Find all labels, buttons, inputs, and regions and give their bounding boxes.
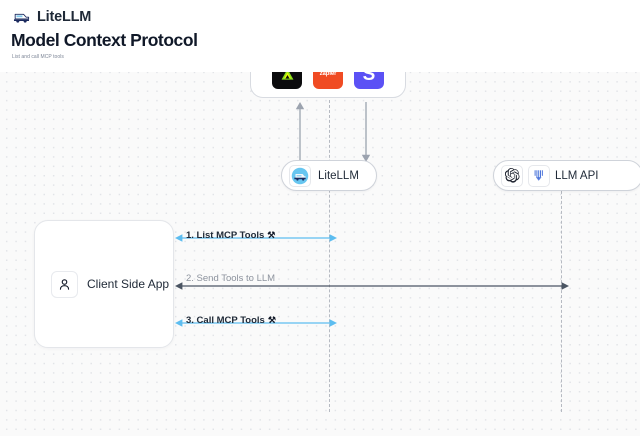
lifeline-llm-api (561, 191, 562, 412)
brand[interactable]: LiteLLM (12, 7, 91, 26)
zapier-label: zapier (319, 71, 337, 77)
message-arrow-2 (175, 282, 569, 290)
node-client-side-app[interactable]: Client Side App (34, 220, 174, 348)
connector-mcp-to-litellm-up (295, 102, 305, 162)
message-label-3: 3. Call MCP Tools ⚒ (186, 315, 276, 326)
message-label-1: 1. List MCP Tools ⚒ (186, 230, 275, 241)
dark-triangle-icon (281, 68, 293, 80)
node-litellm[interactable]: LiteLLM (281, 160, 377, 191)
page-subtitle: List and call MCP tools (12, 54, 64, 60)
node-client-side-app-label: Client Side App (87, 277, 170, 291)
page-header: LiteLLM Model Context Protocol List and … (0, 0, 640, 72)
message-arrow-3 (175, 319, 337, 327)
node-llm-api-label: LLM API (555, 169, 599, 182)
openai-logo-icon (501, 164, 523, 187)
node-litellm-label: LiteLLM (318, 169, 359, 182)
tool-wrench-icon: ⚒ (267, 315, 276, 325)
anthropic-blue-arrow-icon (528, 164, 550, 187)
message-label-2-text: 2. Send Tools to LLM (186, 273, 276, 284)
user-person-icon (51, 270, 78, 298)
connector-litellm-to-mcp-down (361, 102, 371, 162)
message-label-3-text: 3. Call MCP Tools (186, 315, 265, 326)
message-arrow-1 (175, 234, 337, 242)
page-title: Model Context Protocol (11, 30, 198, 50)
brand-name: LiteLLM (37, 8, 92, 25)
tool-wrench-icon: ⚒ (267, 230, 276, 240)
message-label-2: 2. Send Tools to LLM (186, 273, 275, 284)
litellm-truck-logo-icon (13, 13, 30, 23)
message-label-1-text: 1. List MCP Tools (186, 230, 265, 241)
node-llm-api[interactable]: LLM API (493, 160, 640, 191)
lifeline-litellm (329, 100, 330, 412)
litellm-avatar-icon (289, 164, 311, 187)
